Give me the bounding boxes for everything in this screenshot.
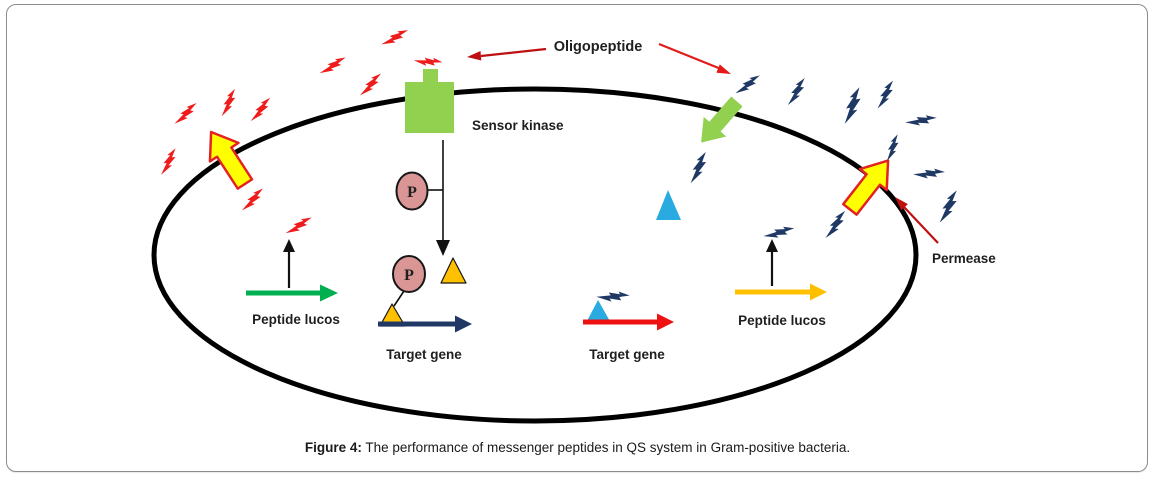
red-arrowhead-icon — [657, 313, 674, 331]
blue-peptide-bolt-icon — [824, 207, 848, 242]
peptide-lucos-left-gene-arrow — [246, 284, 338, 302]
peptide-lucos-left-label: Peptide lucos — [252, 312, 340, 327]
figure-caption-number: Figure 4: — [304, 440, 362, 455]
red-peptide-bolt-icon — [285, 211, 314, 240]
regulator-triangle-free-icon — [440, 257, 467, 284]
cyan-regulator-triangle-bound-icon — [586, 300, 611, 323]
phosphate2-connector — [393, 290, 405, 307]
blue-peptide-bolt-icon — [689, 149, 709, 186]
oligopeptide-label: Oligopeptide — [553, 39, 643, 55]
red-peptide-bolt-icon — [241, 184, 265, 216]
blue-peptide-bolt-icon — [787, 75, 807, 109]
peptide-lucos-right-gene-arrow — [735, 283, 827, 301]
blue-peptide-bolt-icon — [734, 70, 762, 100]
oligopeptide-pointer-left — [467, 47, 547, 61]
blue-oligopeptide-cloud — [596, 70, 960, 307]
target-gene-right-arrow — [583, 313, 674, 331]
sensor-kinase-label: Sensor kinase — [472, 118, 564, 133]
red-peptide-bolt-icon — [413, 54, 443, 70]
pointer-shaft — [903, 206, 939, 244]
pointer-arrowhead-icon — [467, 51, 482, 61]
expression-up-arrow-left — [283, 239, 295, 288]
phosphate-group-1 — [395, 171, 429, 211]
pointer-arrowhead-icon — [716, 64, 731, 74]
blue-peptide-bolt-icon — [904, 110, 938, 132]
blue-peptide-bolt-icon — [596, 287, 631, 307]
target-gene-left-arrow — [378, 315, 472, 333]
red-peptide-bolt-icon — [160, 146, 178, 178]
red-peptide-bolt-icon — [221, 87, 238, 119]
red-peptide-bolt-icon — [380, 24, 410, 52]
orange-arrowhead-icon — [810, 283, 827, 301]
up-arrowhead-icon — [283, 239, 295, 252]
permease-right-arrow-icon — [841, 159, 890, 216]
up-arrowhead-icon — [766, 239, 778, 252]
permease-left-arrow-icon — [208, 130, 254, 190]
blue-peptide-bolt-icon — [876, 78, 896, 112]
blue-peptide-bolt-icon — [938, 188, 960, 226]
red-peptide-bolt-icon — [250, 94, 273, 126]
sensor-kinase-body — [405, 82, 454, 133]
target-gene-left-label: Target gene — [386, 347, 462, 362]
sensor-kinase-stem — [423, 69, 438, 85]
pointer-shaft — [658, 42, 722, 71]
phosphate-group-2 — [392, 255, 426, 293]
green-arrowhead-icon — [320, 284, 338, 302]
red-peptide-bolt-icon — [173, 98, 199, 129]
pointer-shaft — [480, 47, 547, 58]
figure-caption-text: The performance of messenger peptides in… — [365, 440, 851, 455]
oligopeptide-pointer-right — [658, 42, 731, 74]
red-peptide-bolt-icon — [359, 69, 383, 101]
target-gene-right-label: Target gene — [589, 347, 665, 362]
cell-membrane — [151, 86, 919, 424]
signal-arrowhead-icon — [436, 240, 450, 256]
permease-label: Permease — [932, 251, 996, 266]
expression-up-arrow-right — [766, 239, 778, 286]
blue-peptide-bolt-icon — [763, 220, 796, 245]
navy-arrowhead-icon — [455, 315, 472, 333]
red-peptide-bolt-icon — [319, 51, 348, 80]
red-oligopeptide-cloud — [160, 24, 443, 240]
figure-caption: Figure 4: The performance of messenger p… — [0, 440, 1155, 455]
phosphate-2-letter: P — [404, 267, 414, 284]
blue-peptide-bolt-icon — [886, 133, 900, 163]
permease-pointer — [895, 197, 939, 244]
cyan-regulator-triangle-free-icon — [656, 190, 681, 220]
sensor-kinase-receptor — [405, 69, 454, 133]
figure-border — [6, 4, 1148, 472]
phosphate-1-letter: P — [407, 184, 417, 201]
peptide-lucos-right-label: Peptide lucos — [738, 313, 826, 328]
blue-peptide-bolt-icon — [912, 164, 946, 184]
import-arrow-icon — [701, 96, 743, 143]
pointer-arrowhead-icon — [895, 197, 908, 211]
blue-peptide-bolt-icon — [843, 85, 863, 126]
